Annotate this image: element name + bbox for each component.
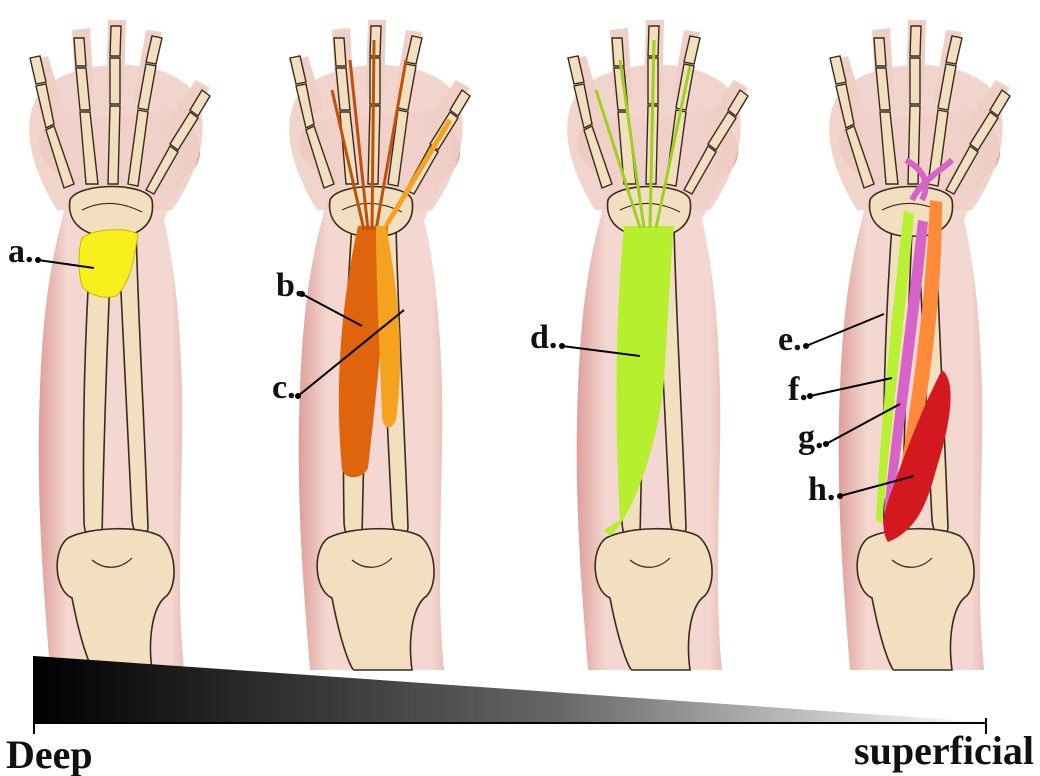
depth-gradient-wedge <box>34 656 984 722</box>
arm-1-deep <box>29 20 210 670</box>
pointer-e-dot <box>803 343 809 349</box>
label-g: g. <box>798 419 824 456</box>
pointer-c-dot <box>295 393 301 399</box>
scale-label-superficial: superficial <box>854 728 1034 773</box>
pointer-g-dot <box>823 441 829 447</box>
label-b: b. <box>276 267 303 304</box>
label-e: e. <box>778 321 802 358</box>
scale-label-deep: Deep <box>6 732 93 776</box>
label-f: f. <box>788 371 808 408</box>
arm-2 <box>289 20 470 670</box>
pointer-h-dot <box>837 493 843 499</box>
label-c: c. <box>272 369 296 406</box>
label-a: a. <box>8 233 34 270</box>
pointer-d-dot <box>559 343 565 349</box>
pointer-f-dot <box>807 393 813 399</box>
label-d: d. <box>530 319 557 356</box>
arm-3 <box>567 20 748 670</box>
label-h: h. <box>808 471 835 508</box>
forearm-skeleton-icon <box>29 20 210 670</box>
pointer-a-dot <box>35 257 41 263</box>
arm-4-superficial <box>829 20 1010 670</box>
